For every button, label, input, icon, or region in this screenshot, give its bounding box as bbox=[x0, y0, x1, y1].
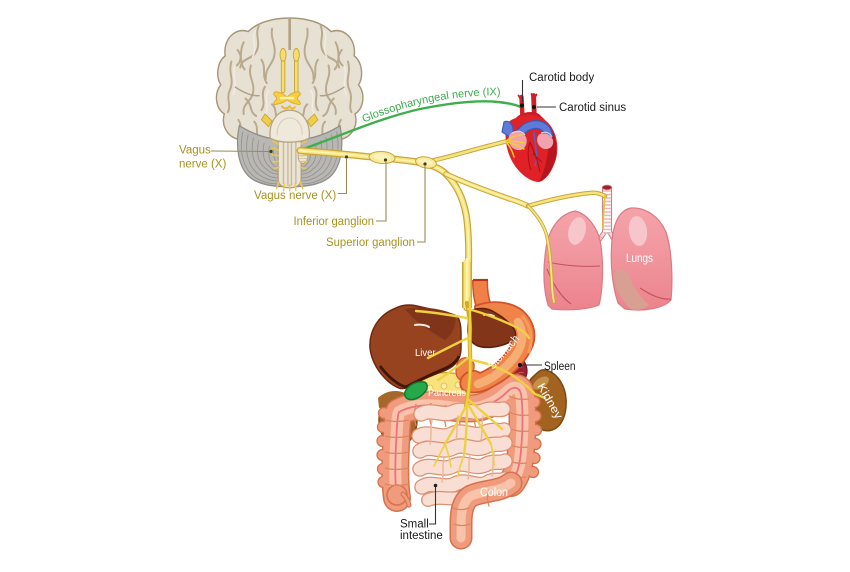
svg-text:nerve (X): nerve (X) bbox=[179, 159, 226, 171]
svg-text:Vagus: Vagus bbox=[179, 145, 211, 157]
svg-text:Lungs: Lungs bbox=[626, 251, 653, 265]
svg-text:Colon: Colon bbox=[480, 487, 508, 499]
svg-text:Liver: Liver bbox=[415, 347, 436, 359]
svg-text:Small: Small bbox=[400, 519, 429, 531]
svg-text:Carotid sinus: Carotid sinus bbox=[559, 102, 626, 114]
svg-text:Carotid body: Carotid body bbox=[529, 72, 594, 84]
svg-text:Spleen: Spleen bbox=[544, 361, 576, 373]
svg-text:Inferior ganglion: Inferior ganglion bbox=[294, 216, 375, 228]
svg-text:intestine: intestine bbox=[400, 530, 443, 542]
svg-text:Vagus nerve (X): Vagus nerve (X) bbox=[254, 190, 336, 202]
svg-text:Superior ganglion: Superior ganglion bbox=[326, 237, 415, 249]
svg-text:Pancreas: Pancreas bbox=[428, 388, 466, 399]
